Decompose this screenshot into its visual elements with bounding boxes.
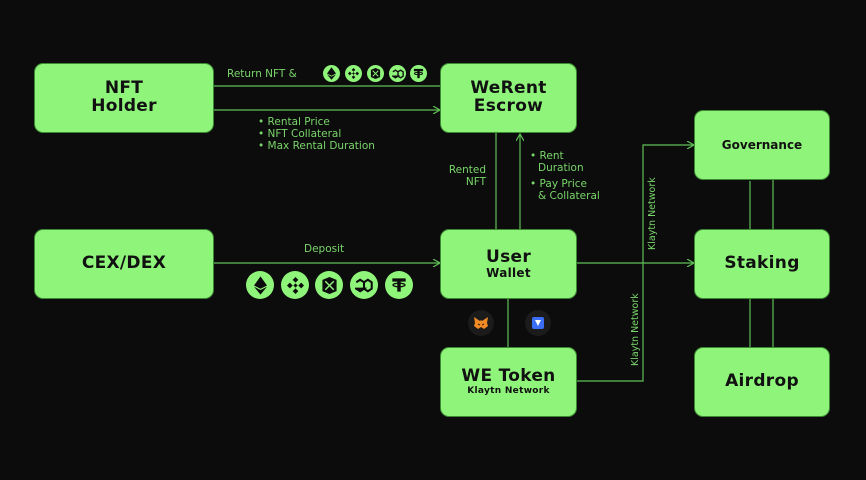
ethereum-icon bbox=[246, 271, 274, 299]
bnb-icon bbox=[281, 271, 309, 299]
user-wallet-line2: Wallet bbox=[486, 265, 531, 280]
bnb-icon bbox=[345, 65, 362, 82]
airdrop-node: Airdrop bbox=[694, 347, 830, 417]
max-duration-text: • Max Rental Duration bbox=[258, 140, 375, 153]
cex-dex-label: CEX/DEX bbox=[81, 253, 167, 274]
nft-collateral-text: • NFT Collateral bbox=[258, 128, 342, 141]
rented-text: Rented bbox=[448, 164, 486, 176]
staking-label: Staking bbox=[724, 253, 800, 274]
rental-terms-label: • Rental Price • NFT Collateral • Max Re… bbox=[258, 116, 375, 152]
nft-text: NFT bbox=[465, 176, 486, 189]
collateral-text: & Collateral bbox=[538, 190, 600, 203]
escrow-line2: Escrow bbox=[473, 96, 544, 116]
tether-icon bbox=[385, 271, 413, 299]
user-wallet-node: User Wallet bbox=[440, 229, 577, 299]
klaytn-lower-label: Klaytn Network bbox=[630, 293, 641, 366]
governance-node: Governance bbox=[694, 110, 830, 180]
edge-token-staking bbox=[577, 263, 694, 382]
rent-duration-label: • Rent Duration bbox=[530, 150, 584, 174]
kaikas-icon bbox=[525, 310, 551, 336]
rent-text: • Rent bbox=[530, 150, 564, 162]
escrow-line1: WeRent bbox=[470, 78, 547, 99]
deposit-label: Deposit bbox=[304, 243, 345, 255]
we-token-label: WE Token bbox=[461, 365, 556, 386]
polygon-icon bbox=[350, 271, 378, 299]
duration-text: Duration bbox=[538, 162, 584, 175]
edge-wallet-governance bbox=[577, 145, 694, 264]
nft-holder-node: NFT Holder bbox=[34, 63, 214, 133]
user-wallet-line1: User bbox=[485, 246, 532, 267]
rented-nft-label: Rented NFT bbox=[430, 164, 486, 188]
rental-price-text: • Rental Price bbox=[258, 116, 330, 128]
we-token-sub: Klaytn Network bbox=[467, 385, 550, 396]
metamask-icon bbox=[468, 310, 494, 336]
tether-icon bbox=[410, 65, 427, 82]
pay-price-text: • Pay Price bbox=[530, 178, 587, 190]
staking-node: Staking bbox=[694, 229, 830, 299]
cex-dex-node: CEX/DEX bbox=[34, 229, 214, 299]
pay-price-label: • Pay Price & Collateral bbox=[530, 178, 600, 202]
airdrop-label: Airdrop bbox=[725, 371, 799, 392]
nft-holder-line1: NFT bbox=[104, 78, 144, 99]
governance-label: Governance bbox=[721, 137, 803, 152]
we-token-node: WE Token Klaytn Network bbox=[440, 347, 577, 417]
polygon-icon bbox=[389, 65, 406, 82]
ethereum-icon bbox=[323, 65, 340, 82]
klaytn-upper-label: Klaytn Network bbox=[647, 177, 658, 250]
nft-holder-line2: Holder bbox=[91, 96, 157, 116]
return-nft-label: Return NFT & bbox=[227, 68, 297, 80]
werent-escrow-node: WeRent Escrow bbox=[440, 63, 577, 133]
klay-icon bbox=[367, 65, 384, 82]
klay-icon bbox=[315, 271, 343, 299]
